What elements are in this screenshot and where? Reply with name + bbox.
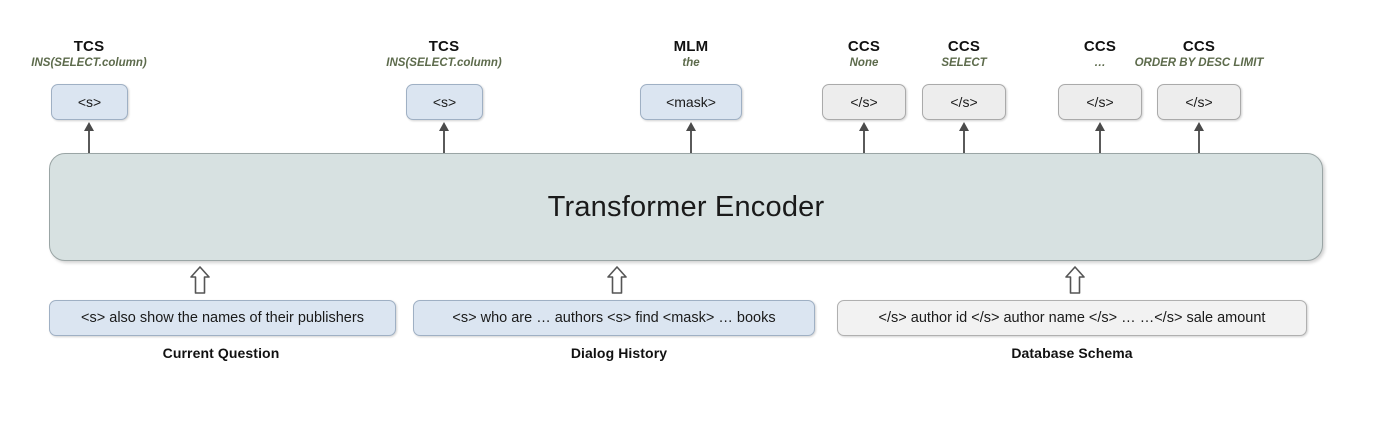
prediction-head-task: MLM — [673, 38, 709, 55]
output-token-box: <s> — [406, 84, 483, 120]
input-to-encoder-arrow-icon — [606, 266, 628, 294]
input-segment-caption: Current Question — [162, 345, 280, 361]
prediction-head: CCS … — [1084, 38, 1116, 71]
encoder-to-token-arrow-icon — [1094, 122, 1106, 156]
prediction-head: CCS ORDER BY DESC LIMIT — [1135, 38, 1264, 71]
prediction-head-value: INS(SELECT.column) — [31, 57, 147, 69]
output-token-box: <mask> — [640, 84, 742, 120]
input-segment-current-question: <s> also show the names of their publish… — [49, 300, 396, 336]
output-token-box: </s> — [822, 84, 906, 120]
input-segment-caption: Dialog History — [570, 345, 668, 361]
input-segment-database-schema: </s> author id </s> author name </s> … …… — [837, 300, 1307, 336]
encoder-to-token-arrow-icon — [83, 122, 95, 156]
output-token-box: </s> — [1058, 84, 1142, 120]
prediction-head-value: the — [682, 57, 700, 69]
prediction-head-value: … — [1094, 57, 1106, 69]
prediction-head: CCS None — [848, 38, 880, 71]
encoder-to-token-arrow-icon — [438, 122, 450, 156]
encoder-to-token-arrow-icon — [685, 122, 697, 156]
input-to-encoder-arrow-icon — [1064, 266, 1086, 294]
prediction-head: CCS SELECT — [941, 38, 986, 71]
prediction-head: TCS INS(SELECT.column) — [31, 38, 146, 71]
encoder-to-token-arrow-icon — [858, 122, 870, 156]
input-to-encoder-arrow-icon — [189, 266, 211, 294]
prediction-head-task: CCS — [947, 38, 981, 55]
input-segment-caption: Database Schema — [1011, 345, 1133, 361]
output-token-box: </s> — [922, 84, 1006, 120]
prediction-head: MLM the — [674, 38, 709, 71]
prediction-head-value: ORDER BY DESC LIMIT — [1134, 57, 1264, 69]
transformer-encoder-block: Transformer Encoder — [49, 153, 1323, 261]
prediction-head-value: INS(SELECT.column) — [386, 57, 502, 69]
input-segment-dialog-history: <s> who are … authors <s> find <mask> … … — [413, 300, 815, 336]
prediction-head-value: None — [849, 57, 879, 69]
output-token-box: </s> — [1157, 84, 1241, 120]
prediction-head-task: CCS — [1083, 38, 1117, 55]
prediction-head: TCS INS(SELECT.column) — [386, 38, 501, 71]
prediction-head-value: SELECT — [941, 57, 987, 69]
encoder-to-token-arrow-icon — [958, 122, 970, 156]
output-token-box: <s> — [51, 84, 128, 120]
transformer-encoder-label: Transformer Encoder — [547, 190, 825, 223]
prediction-head-task: TCS — [73, 38, 105, 55]
prediction-head-task: CCS — [1182, 38, 1216, 55]
prediction-head-task: TCS — [428, 38, 460, 55]
encoder-to-token-arrow-icon — [1193, 122, 1205, 156]
prediction-head-task: CCS — [847, 38, 881, 55]
